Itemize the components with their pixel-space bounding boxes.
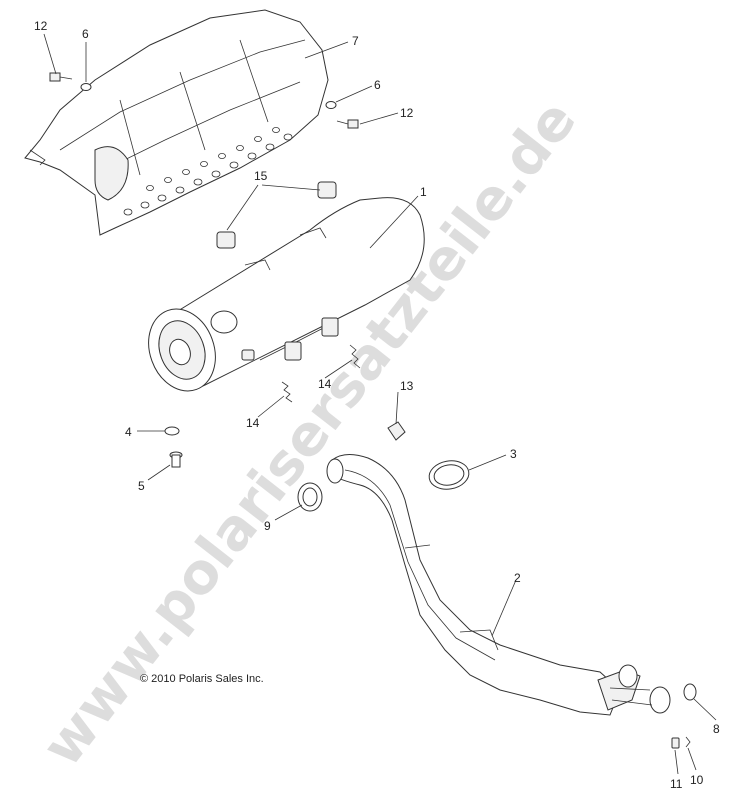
gasket-9: [297, 482, 323, 512]
callout-5: 5: [138, 479, 145, 493]
bolt-right: [336, 119, 359, 129]
callout-11: 11: [670, 777, 683, 791]
head-pipe: [326, 454, 671, 716]
clip-11: [671, 737, 680, 749]
callout-2: 2: [514, 571, 521, 585]
callout-12-top: 12: [34, 19, 48, 33]
washer-4: [164, 426, 180, 436]
callout-6-top: 6: [82, 27, 89, 41]
heat-shield: [24, 9, 329, 236]
bolt-top-left: [49, 72, 73, 82]
copyright-text: © 2010 Polaris Sales Inc.: [140, 673, 264, 685]
callout-10: 10: [690, 773, 704, 787]
callout-13: 13: [400, 379, 414, 393]
clamp-3: [428, 460, 470, 490]
callout-4: 4: [125, 425, 132, 439]
callout-8: 8: [713, 722, 720, 736]
callout-12-right: 12: [400, 106, 414, 120]
callout-6-right: 6: [374, 78, 381, 92]
spring-13: [387, 421, 406, 441]
washer-top-left: [80, 83, 92, 91]
stud-5: [169, 451, 183, 468]
callout-15: 15: [254, 169, 268, 183]
grommet-1: [317, 181, 337, 199]
callout-7: 7: [352, 34, 359, 48]
callout-1: 1: [420, 185, 427, 199]
callout-14-upper: 14: [318, 377, 332, 391]
muffler: [148, 197, 425, 392]
pin-10: [685, 736, 691, 748]
grommet-2: [216, 231, 236, 249]
spring-1: [349, 344, 361, 369]
callout-9: 9: [264, 519, 271, 533]
leader-lines: [43, 33, 717, 775]
washer-right: [325, 101, 337, 109]
spring-2: [281, 381, 293, 403]
callout-14-lower: 14: [246, 416, 260, 430]
callout-3: 3: [510, 447, 517, 461]
gasket-8: [683, 683, 697, 701]
